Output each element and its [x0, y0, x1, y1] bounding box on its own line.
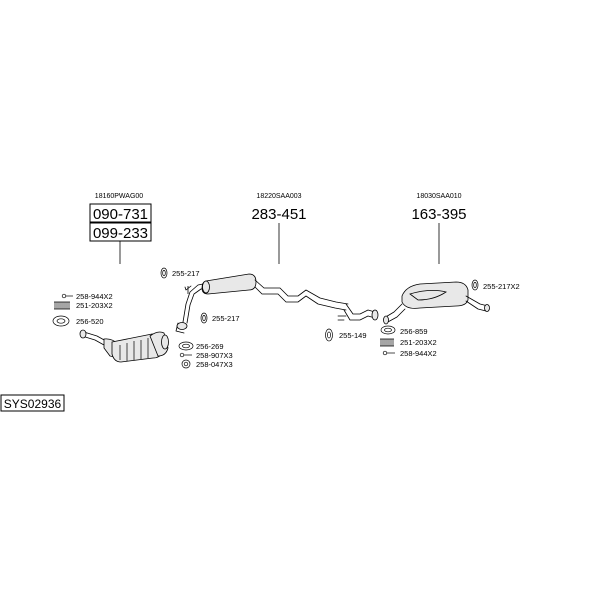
part-255-217-top[interactable]: 255-217	[172, 269, 200, 278]
gasket-ring-icon	[380, 325, 396, 335]
bolt-icon	[179, 352, 192, 358]
system-code-box	[0, 394, 65, 412]
part-255-217x2[interactable]: 255-217X2	[483, 282, 520, 291]
hanger-icon	[325, 328, 333, 342]
hanger-icon	[471, 279, 479, 291]
part-251-203x2-left[interactable]: 251-203X2	[76, 301, 113, 310]
rear-part-code[interactable]: 163-395	[411, 206, 466, 223]
spring-icon	[380, 338, 394, 347]
middle-pipe-part[interactable]	[201, 273, 379, 321]
part-255-149[interactable]: 255-149	[339, 331, 367, 340]
rear-oem-number: 18030SAA010	[416, 193, 461, 200]
front-code-box-2	[89, 222, 152, 242]
bolt-icon	[61, 293, 73, 299]
part-258-047x3[interactable]: 258-047X3	[196, 360, 233, 369]
front-part-code-2[interactable]: 099-233	[93, 225, 148, 242]
catalytic-converter-part[interactable]	[79, 329, 169, 363]
system-code: SYS02936	[4, 397, 62, 411]
gasket-ring-icon	[178, 341, 194, 351]
hanger-icon	[200, 312, 208, 324]
middle-part-code[interactable]: 283-451	[251, 206, 306, 223]
part-256-520[interactable]: 256-520	[76, 317, 104, 326]
front-code-box-1	[89, 203, 152, 223]
rear-muffler-part[interactable]	[383, 281, 490, 325]
front-oem-number: 18160PWAG00	[95, 193, 143, 200]
bolt-icon	[382, 350, 395, 356]
spring-icon	[54, 301, 70, 310]
part-256-859[interactable]: 256-859	[400, 327, 428, 336]
hanger-icon	[160, 267, 168, 279]
middle-oem-number: 18220SAA003	[256, 193, 301, 200]
part-258-907x3[interactable]: 258-907X3	[196, 351, 233, 360]
part-258-944x2-left[interactable]: 258-944X2	[76, 292, 113, 301]
nut-icon	[181, 359, 191, 369]
part-255-217-mid[interactable]: 255-217	[212, 314, 240, 323]
part-251-203x2-right[interactable]: 251-203X2	[400, 338, 437, 347]
part-256-269[interactable]: 256-269	[196, 342, 224, 351]
front-part-code-1[interactable]: 090-731	[93, 206, 148, 223]
part-258-944x2-right[interactable]: 258-944X2	[400, 349, 437, 358]
gasket-ring-icon	[52, 315, 70, 327]
